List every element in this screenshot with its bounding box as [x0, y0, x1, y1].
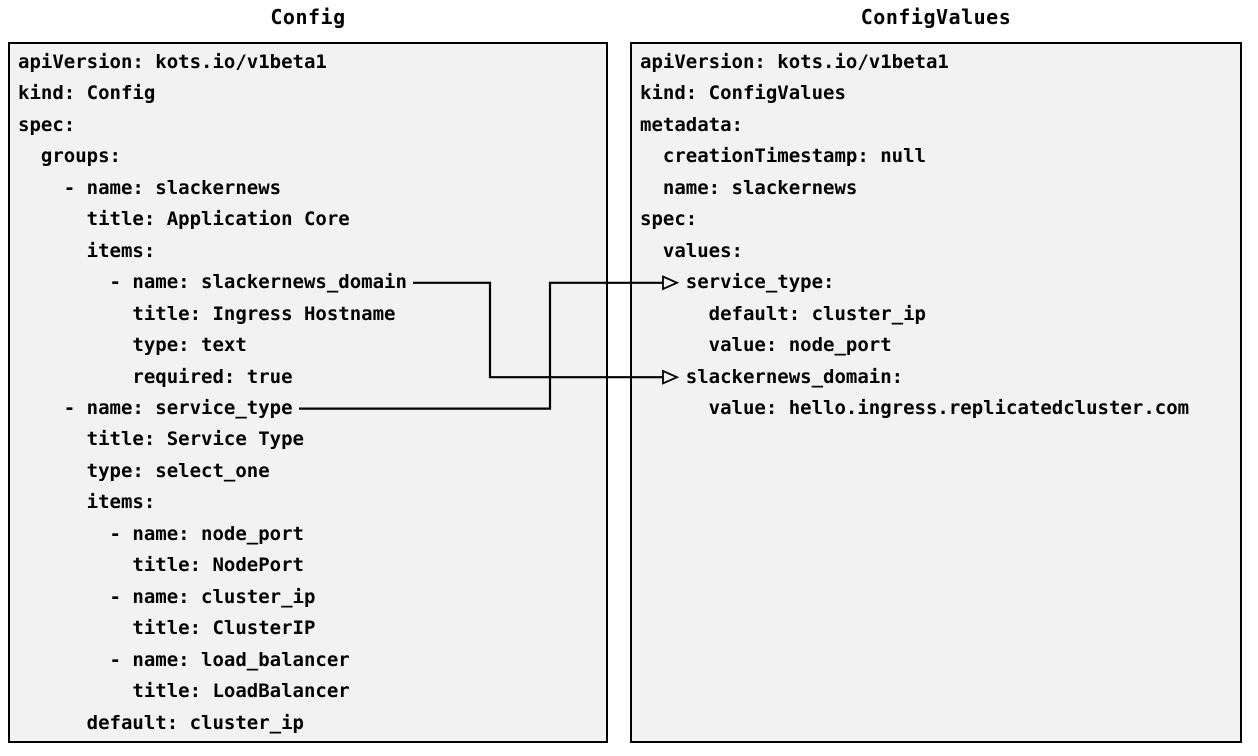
configvalues-code-panel: apiVersion: kots.io/v1beta1 kind: Config… — [630, 42, 1242, 743]
configvalues-yaml-code: apiVersion: kots.io/v1beta1 kind: Config… — [640, 51, 1190, 419]
config-panel-title: Config — [270, 5, 346, 29]
config-code-panel: apiVersion: kots.io/v1beta1 kind: Config… — [8, 42, 608, 743]
config-yaml-code: apiVersion: kots.io/v1beta1 kind: Config… — [18, 51, 407, 734]
configvalues-panel-title: ConfigValues — [860, 5, 1012, 29]
